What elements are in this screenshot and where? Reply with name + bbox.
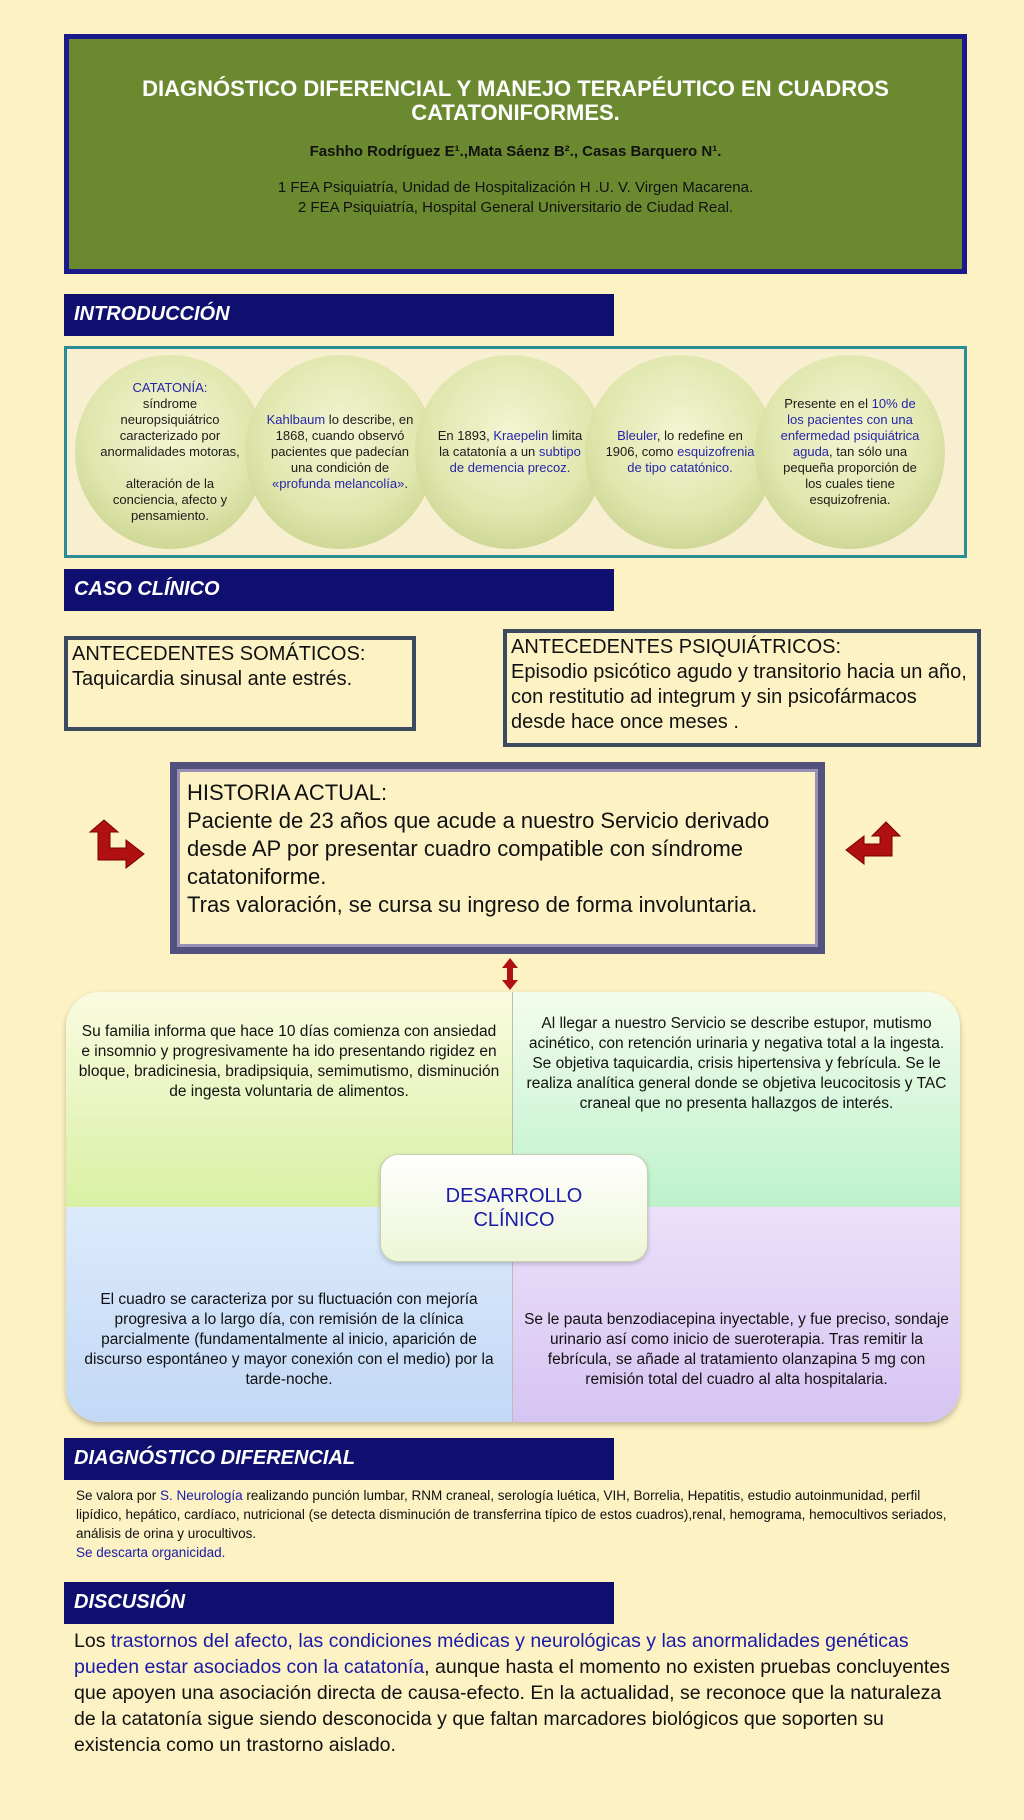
arrow-turn-left-up-icon — [842, 814, 902, 874]
discusion-text: Los trastornos del afecto, las condicion… — [74, 1628, 954, 1758]
poster-header: DIAGNÓSTICO DIFERENCIAL Y MANEJO TERAPÉU… — [64, 34, 967, 274]
intro-circle-4: Bleuler, lo redefine en 1906, como esqui… — [585, 355, 775, 549]
desarrollo-clinico-panel: Su familia informa que hace 10 días comi… — [66, 992, 960, 1422]
diag-highlight: S. Neurología — [160, 1488, 243, 1503]
historia-actual-box: HISTORIA ACTUAL: Paciente de 23 años que… — [170, 762, 825, 954]
section-diagnostico-diferencial: DIAGNÓSTICO DIFERENCIAL — [64, 1438, 614, 1480]
desarrollo-q4-text: Se le pauta benzodiacepina inyectable, y… — [524, 1311, 949, 1388]
diagnostico-diferencial-text: Se valora por S. Neurología realizando p… — [76, 1486, 956, 1562]
diag-pre: Se valora por — [76, 1488, 161, 1503]
authors: Fashho Rodríguez E¹.,Mata Sáenz B²., Cas… — [309, 143, 722, 160]
circle-3-highlight2: subtipo de demencia precoz. — [449, 444, 581, 475]
desarrollo-quadrant-2: Al llegar a nuestro Servicio se describe… — [513, 992, 960, 1207]
intro-circle-1: CATATONÍA: síndrome neuropsiquiátrico ca… — [75, 355, 265, 549]
circle-4-text: , lo redefine en 1906, como — [605, 428, 743, 459]
circle-2-end: . — [404, 476, 408, 491]
desarrollo-q1-text: Su familia informa que hace 10 días comi… — [78, 1023, 500, 1100]
affiliation-2: 2 FEA Psiquiatría, Hospital General Univ… — [297, 199, 734, 216]
circle-5-highlight: 10% de los pacientes con una enfermedad … — [780, 396, 920, 459]
circle-1-highlight: CATATONÍA: — [132, 380, 208, 395]
desarrollo-clinico-label: DESARROLLO CLÍNICO — [380, 1154, 648, 1262]
historia-actual-title: HISTORIA ACTUAL: — [187, 780, 388, 805]
circle-1-text2: alteración de la conciencia, afecto y pe… — [112, 476, 228, 523]
section-discusion: DISCUSIÓN — [64, 1582, 614, 1624]
diag-conclusion: Se descarta organicidad. — [76, 1545, 226, 1560]
historia-actual-text-2: Tras valoración, se cursa su ingreso de … — [187, 892, 758, 917]
disc-pre: Los — [74, 1630, 111, 1652]
disc-body: , aunque hasta el momento no existen pru… — [74, 1656, 950, 1756]
poster-title: DIAGNÓSTICO DIFERENCIAL Y MANEJO TERAPÉU… — [142, 76, 889, 125]
circle-5-text2: , tan sólo una pequeña proporción de los… — [783, 444, 917, 507]
diag-body: realizando punción lumbar, RNM craneal, … — [76, 1488, 947, 1541]
antecedentes-psiquiatricos-text: Episodio psicótico agudo y transitorio h… — [511, 661, 967, 733]
circle-2-highlight: Kahlbaum — [266, 412, 326, 427]
circle-3-text2: limita la catatonía a un — [439, 428, 583, 459]
intro-circles-panel: CATATONÍA: síndrome neuropsiquiátrico ca… — [64, 346, 967, 558]
desarrollo-q2-text: Al llegar a nuestro Servicio se describe… — [526, 1015, 947, 1112]
desarrollo-q3-text: El cuadro se caracteriza por su fluctuac… — [84, 1291, 494, 1388]
antecedentes-somaticos-box: ANTECEDENTES SOMÁTICOS: Taquicardia sinu… — [64, 636, 416, 731]
circle-5-text: Presente en el — [784, 396, 872, 411]
intro-circle-2: Kahlbaum lo describe, en 1868, cuando ob… — [245, 355, 435, 549]
arrow-turn-right-down-icon — [88, 818, 148, 878]
circle-4-highlight2: esquizofrenia de tipo catatónico. — [627, 444, 755, 475]
antecedentes-somaticos-text: Taquicardia sinusal ante estrés. — [72, 668, 353, 690]
antecedentes-psiquiatricos-box: ANTECEDENTES PSIQUIÁTRICOS: Episodio psi… — [503, 629, 981, 747]
section-caso-clinico: CASO CLÍNICO — [64, 569, 614, 611]
historia-actual-text-1: Paciente de 23 años que acude a nuestro … — [187, 808, 770, 889]
circle-4-highlight: Bleuler — [617, 428, 657, 443]
circle-3-highlight: Kraepelin — [493, 428, 549, 443]
antecedentes-somaticos-title: ANTECEDENTES SOMÁTICOS: — [72, 643, 366, 665]
disc-highlight: trastornos del afecto, las condiciones m… — [74, 1630, 909, 1678]
double-vertical-arrow-icon — [498, 958, 522, 990]
affiliation-1: 1 FEA Psiquiatría, Unidad de Hospitaliza… — [277, 179, 754, 196]
antecedentes-psiquiatricos-title: ANTECEDENTES PSIQUIÁTRICOS: — [511, 636, 842, 658]
intro-circle-5: Presente en el 10% de los pacientes con … — [755, 355, 945, 549]
section-introduccion: INTRODUCCIÓN — [64, 294, 614, 336]
circle-3-text: En 1893, — [437, 428, 494, 443]
intro-circle-3: En 1893, Kraepelin limita la catatonía a… — [415, 355, 605, 549]
circle-2-text: lo describe, en 1868, cuando observó pac… — [270, 412, 414, 475]
affiliations: 1 FEA Psiquiatría, Unidad de Hospitaliza… — [69, 178, 962, 218]
circle-2-highlight2: «profunda melancolía» — [272, 476, 405, 491]
circle-1-text: síndrome neuropsiquiátrico caracterizado… — [100, 396, 240, 459]
